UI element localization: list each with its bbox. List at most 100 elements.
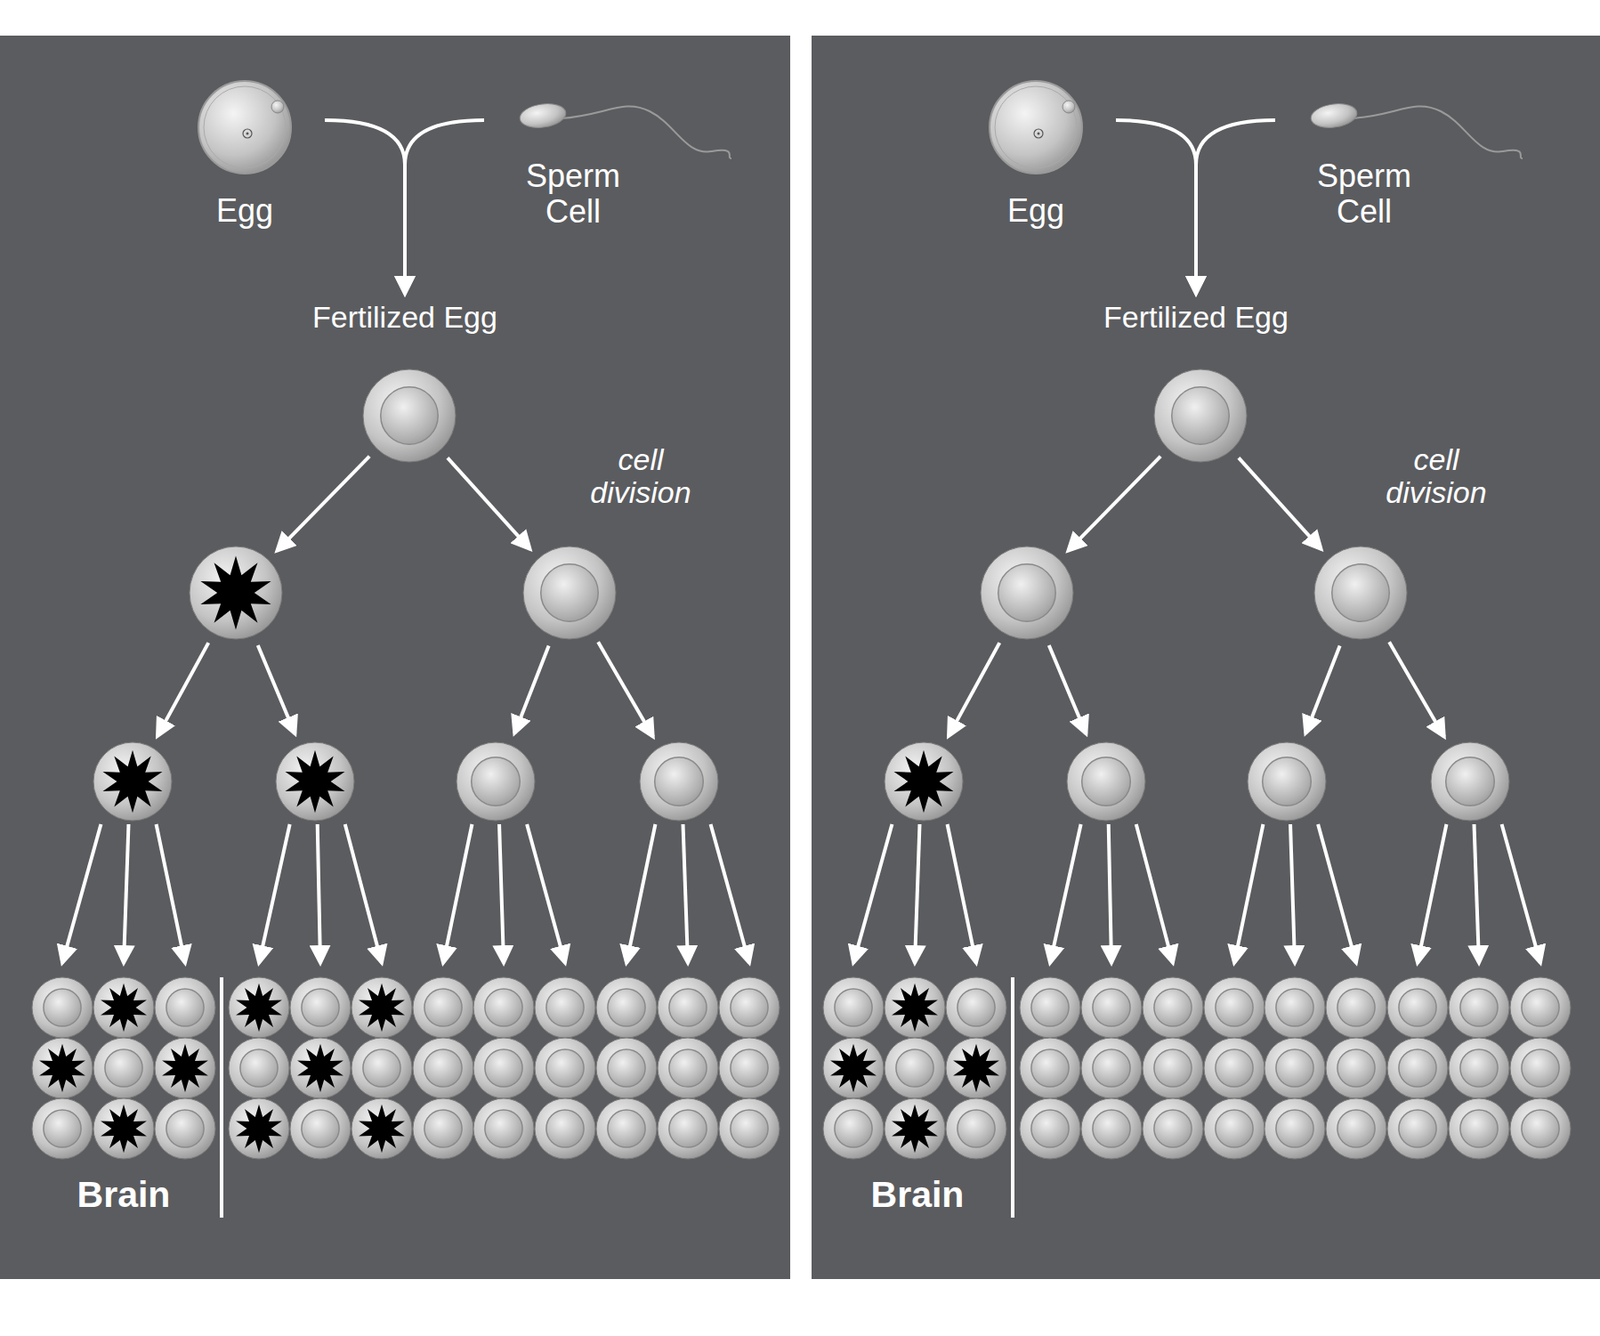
nucleus xyxy=(541,564,598,622)
egg-membrane xyxy=(994,86,1077,169)
nucleus xyxy=(363,1049,401,1087)
cell xyxy=(1325,977,1387,1038)
cell xyxy=(1430,742,1510,821)
nucleus xyxy=(1337,988,1375,1027)
nucleus xyxy=(834,988,873,1027)
nucleus xyxy=(896,1049,934,1087)
process-note: cell division xyxy=(565,443,717,510)
cell xyxy=(351,1098,413,1159)
nucleus xyxy=(1262,757,1312,807)
cell xyxy=(363,369,456,462)
fertilized-egg-node: Fertilized Egg xyxy=(298,298,512,338)
division-arrow xyxy=(914,824,921,963)
division-arrow xyxy=(948,642,1000,736)
nucleus xyxy=(546,1049,584,1087)
cell xyxy=(1510,1037,1571,1099)
nucleus xyxy=(1276,1109,1314,1148)
nucleus xyxy=(1398,1109,1437,1148)
division-arrow xyxy=(526,824,566,963)
division-arrow xyxy=(683,824,689,963)
nucleus xyxy=(1154,1049,1192,1087)
cell xyxy=(1314,546,1407,639)
cell xyxy=(290,1037,351,1099)
cell xyxy=(1066,742,1146,821)
panel xyxy=(0,35,791,1279)
cell xyxy=(884,1037,946,1099)
nucleus xyxy=(1521,988,1560,1027)
cell xyxy=(93,1098,154,1159)
cell xyxy=(1387,1098,1448,1159)
cell xyxy=(1019,1037,1081,1099)
nucleus xyxy=(424,1109,462,1148)
mutation-star xyxy=(235,1104,283,1153)
sperm-node: Sperm Cell xyxy=(519,80,627,233)
cell xyxy=(32,977,93,1038)
nucleus xyxy=(1092,1109,1131,1148)
cell xyxy=(473,1098,534,1159)
cell xyxy=(1081,1037,1142,1099)
cell xyxy=(596,977,657,1038)
cell xyxy=(275,742,355,821)
cell xyxy=(884,977,946,1038)
nucleus xyxy=(1446,757,1495,807)
cell xyxy=(657,1098,719,1159)
mutation-star xyxy=(358,1104,405,1153)
mutation-star xyxy=(103,750,163,813)
cell xyxy=(1325,1098,1387,1159)
cell xyxy=(823,977,884,1038)
cell xyxy=(93,742,172,821)
division-arrow xyxy=(1502,824,1541,963)
cell xyxy=(639,742,719,821)
egg-nucleus xyxy=(242,129,252,138)
nucleus xyxy=(546,1109,584,1148)
division-arrow xyxy=(276,456,370,551)
nucleus xyxy=(1082,757,1132,807)
cell xyxy=(596,1098,657,1159)
cell xyxy=(351,1037,413,1099)
mutation-star xyxy=(830,1043,877,1092)
division-arrow xyxy=(626,824,655,963)
cell xyxy=(412,977,474,1038)
cell xyxy=(1264,1037,1326,1099)
nucleus xyxy=(166,1109,204,1148)
division-arrow xyxy=(1417,824,1447,963)
polar-body xyxy=(271,100,284,114)
cell xyxy=(1264,977,1326,1038)
cell xyxy=(93,977,154,1038)
cell xyxy=(884,1098,946,1159)
division-arrow xyxy=(1238,457,1322,550)
cell xyxy=(1019,977,1081,1038)
fertilization-arrow xyxy=(324,120,405,294)
node-label: Egg xyxy=(195,193,294,229)
cell xyxy=(945,1037,1007,1099)
division-arrow xyxy=(123,824,130,963)
fertilization-arrow xyxy=(1195,120,1276,294)
division-arrow xyxy=(597,641,654,736)
cell xyxy=(1081,1098,1142,1159)
nucleus xyxy=(484,1049,523,1087)
nucleus xyxy=(607,1109,646,1148)
nucleus xyxy=(607,1049,646,1087)
mutation-star xyxy=(100,983,147,1032)
mutation-star xyxy=(297,1043,344,1092)
nucleus xyxy=(380,387,438,445)
cell xyxy=(1448,977,1510,1038)
cell xyxy=(1142,977,1204,1038)
nucleus xyxy=(301,988,340,1027)
cell xyxy=(523,546,616,639)
mutation-star xyxy=(891,983,938,1032)
cell xyxy=(945,977,1007,1038)
nucleus xyxy=(1337,1049,1375,1087)
nucleus xyxy=(1521,1109,1560,1148)
division-arrow xyxy=(1108,824,1112,963)
cell xyxy=(719,977,780,1038)
division-arrow xyxy=(1474,824,1480,963)
nucleus xyxy=(424,988,462,1027)
cell xyxy=(1448,1037,1510,1099)
egg-nucleus xyxy=(1037,132,1041,136)
cell xyxy=(1264,1098,1326,1159)
nucleus xyxy=(998,564,1056,622)
cell xyxy=(719,1098,780,1159)
division-arrow xyxy=(711,824,750,963)
cell xyxy=(980,546,1074,639)
